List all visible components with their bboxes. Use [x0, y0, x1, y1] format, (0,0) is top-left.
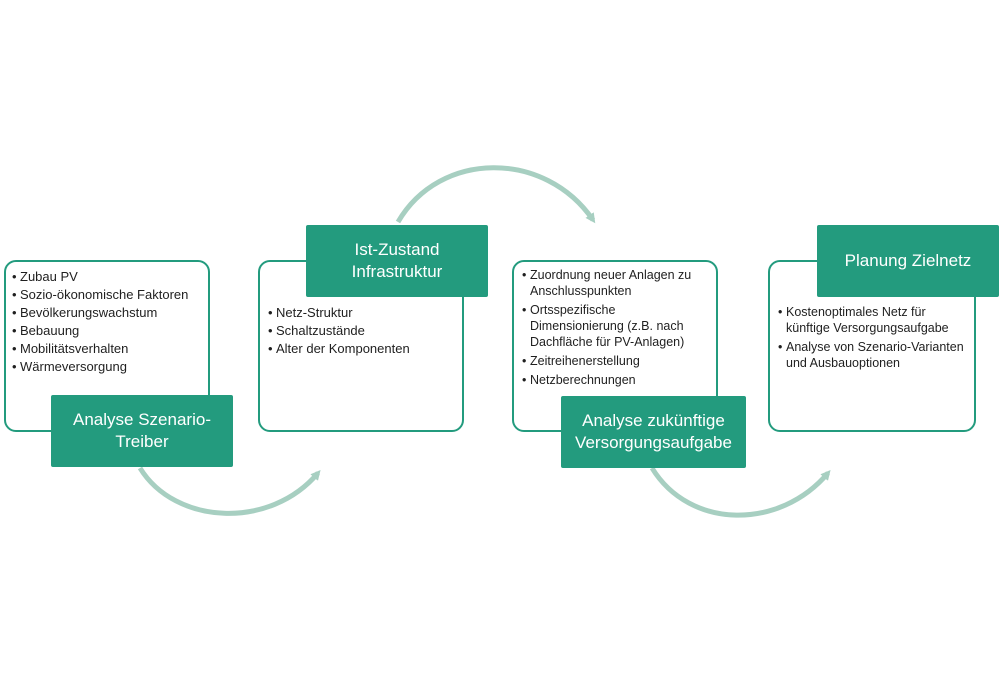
step-1-items: Zubau PV Sozio-ökonomische Faktoren Bevö…	[12, 268, 208, 376]
list-item: Schaltzustände	[268, 322, 462, 340]
list-item: Bevölkerungswachstum	[12, 304, 208, 322]
arrow-step3-to-step4	[649, 466, 831, 518]
list-item: Wärmeversorgung	[12, 358, 208, 376]
list-item: Kostenoptimales Netz für künftige Versor…	[778, 304, 968, 336]
list-item: Alter der Komponenten	[268, 340, 462, 358]
step-3-title: Analyse zukünftige Versorgungsaufgabe	[561, 396, 746, 468]
list-item: Netz-Struktur	[268, 304, 462, 322]
step-2-items: Netz-Struktur Schaltzustände Alter der K…	[268, 304, 462, 358]
list-item: Zeitreihenerstellung	[522, 353, 710, 369]
list-item: Bebauung	[12, 322, 208, 340]
list-item: Analyse von Szenario-Varianten und Ausba…	[778, 339, 968, 371]
step-1-title: Analyse Szenario- Treiber	[51, 395, 233, 467]
step-4-title: Planung Zielnetz	[817, 225, 999, 297]
arrow-step2-to-step3	[395, 165, 596, 224]
step-4-items: Kostenoptimales Netz für künftige Versor…	[778, 304, 968, 371]
list-item: Ortsspezifische Dimensionierung (z.B. na…	[522, 302, 710, 350]
list-item: Sozio-ökonomische Faktoren	[12, 286, 208, 304]
list-item: Zuordnung neuer Anlagen zu Anschlusspunk…	[522, 267, 710, 299]
list-item: Netzberechnungen	[522, 372, 710, 388]
step-1-card: Zubau PV Sozio-ökonomische Faktoren Bevö…	[4, 260, 210, 432]
list-item: Zubau PV	[12, 268, 208, 286]
list-item: Mobilitätsverhalten	[12, 340, 208, 358]
step-3-items: Zuordnung neuer Anlagen zu Anschlusspunk…	[522, 267, 710, 388]
arrow-step1-to-step2	[137, 466, 321, 516]
step-2-title: Ist-Zustand Infrastruktur	[306, 225, 488, 297]
